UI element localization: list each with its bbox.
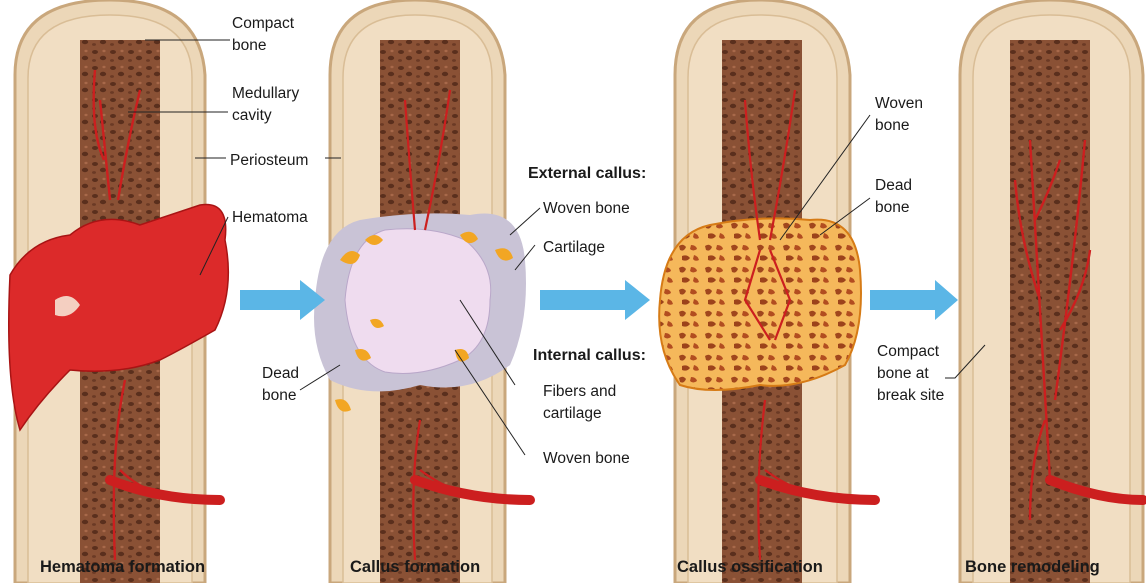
ossified-callus <box>659 218 861 390</box>
label-compact-break: Compact <box>877 343 940 360</box>
caption-callus-formation: Callus formation <box>350 558 480 576</box>
stage-callus-ossification <box>659 0 875 583</box>
svg-text:Fibers and: Fibers and <box>543 383 616 400</box>
stage-bone-remodeling <box>960 0 1143 583</box>
svg-text:Hematoma: Hematoma <box>232 209 308 226</box>
svg-text:Woven bone: Woven bone <box>543 450 630 467</box>
label-dead-bone-2: Dead <box>262 365 299 382</box>
label-woven-bone-3: Woven <box>875 95 923 112</box>
label-internal-callus: Internal callus: <box>533 347 646 364</box>
label-medullary-cavity: Medullary <box>232 85 299 102</box>
label-dead-bone-3: Dead <box>875 177 912 194</box>
svg-text:bone: bone <box>232 37 266 54</box>
svg-text:Hematoma formation: Hematoma formation <box>40 558 205 576</box>
label-dead-bone-2b: bone <box>262 387 296 404</box>
label-medullary-cavity-2: cavity <box>232 107 272 124</box>
label-compact-break-3: break site <box>877 387 944 404</box>
label-compact-break-2: bone at <box>877 365 929 382</box>
svg-text:Woven bone: Woven bone <box>543 200 630 217</box>
svg-text:break site: break site <box>877 387 944 404</box>
svg-text:Bone remodeling: Bone remodeling <box>965 558 1100 576</box>
caption-hematoma-formation: Hematoma formation <box>40 558 205 576</box>
svg-text:Callus formation: Callus formation <box>350 558 480 576</box>
label-hematoma: Hematoma <box>232 209 308 226</box>
label-woven-bone-int: Woven bone <box>543 450 630 467</box>
label-dead-bone-3b: bone <box>875 199 909 216</box>
svg-text:Internal callus:: Internal callus: <box>533 347 646 364</box>
label-compact-bone-2: bone <box>232 37 266 54</box>
label-periosteum: Periosteum <box>230 152 308 169</box>
svg-text:bone: bone <box>875 199 909 216</box>
label-fibers-cartilage: Fibers and <box>543 383 616 400</box>
svg-text:Periosteum: Periosteum <box>230 152 308 169</box>
svg-text:cartilage: cartilage <box>543 405 602 422</box>
label-compact-bone: Compact <box>232 15 295 32</box>
svg-text:Medullary: Medullary <box>232 85 299 102</box>
svg-text:bone at: bone at <box>877 365 929 382</box>
svg-text:Compact: Compact <box>232 15 295 32</box>
svg-text:Cartilage: Cartilage <box>543 239 605 256</box>
caption-bone-remodeling: Bone remodeling <box>965 558 1100 576</box>
stage-callus-formation <box>314 0 530 583</box>
caption-callus-ossification: Callus ossification <box>677 558 823 576</box>
label-fibers-cartilage-2: cartilage <box>543 405 602 422</box>
stage-hematoma-formation <box>9 0 229 583</box>
svg-text:External callus:: External callus: <box>528 165 646 182</box>
svg-text:Woven: Woven <box>875 95 923 112</box>
svg-text:cavity: cavity <box>232 107 272 124</box>
svg-text:bone: bone <box>262 387 296 404</box>
label-external-callus: External callus: <box>528 165 646 182</box>
svg-text:bone: bone <box>875 117 909 134</box>
label-woven-bone-3b: bone <box>875 117 909 134</box>
svg-text:Compact: Compact <box>877 343 940 360</box>
label-cartilage: Cartilage <box>543 239 605 256</box>
medullary-cavity <box>1010 40 1090 583</box>
svg-text:Callus ossification: Callus ossification <box>677 558 823 576</box>
svg-text:Dead: Dead <box>262 365 299 382</box>
label-woven-bone-ext: Woven bone <box>543 200 630 217</box>
svg-text:Dead: Dead <box>875 177 912 194</box>
